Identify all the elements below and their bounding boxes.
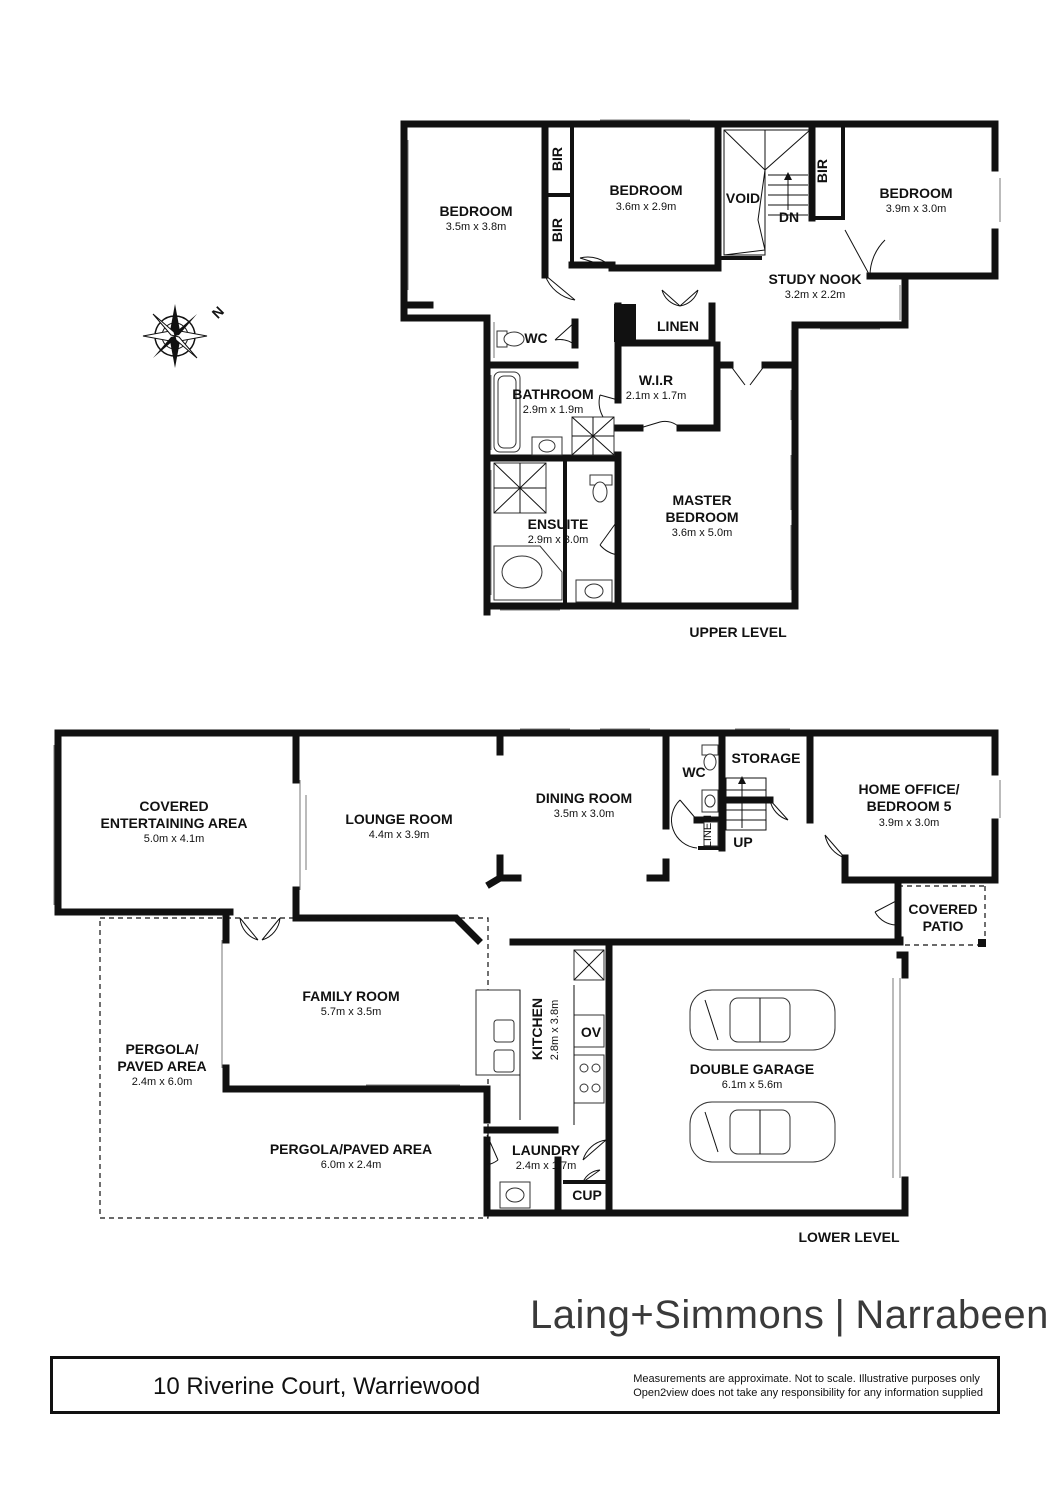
upper-level-fixtures [493, 330, 615, 603]
room-bir-1-name: BIR [549, 147, 565, 171]
car-icon-1 [689, 989, 836, 1051]
agency-logo: Laing+Simmons|Narrabeen [530, 1293, 1049, 1338]
brand-separator: | [834, 1293, 846, 1337]
room-home-office-dims: 3.9m x 3.0m [879, 817, 940, 829]
upper-level-walls [400, 120, 999, 616]
room-oven-name: OV [581, 1024, 602, 1040]
lower-stair [725, 776, 767, 831]
room-study-nook-name: STUDY NOOK [768, 271, 861, 287]
disclaimer: Measurements are approximate. Not to sca… [633, 1372, 983, 1400]
room-wc-lower-name: WC [682, 764, 705, 780]
room-wc-upper-name: WC [524, 330, 547, 346]
room-linen-lower-name: LINEN [702, 815, 714, 847]
room-master-bedroom-name-1: MASTER [672, 492, 731, 508]
brand-name: Laing+Simmons [530, 1293, 825, 1337]
room-pergola-side-name-2: PAVED AREA [117, 1058, 206, 1074]
room-ensuite-dims: 2.9m x 3.0m [528, 534, 589, 546]
room-laundry-dims: 2.4m x 1.7m [516, 1160, 577, 1172]
room-wir-dims: 2.1m x 1.7m [626, 390, 687, 402]
room-wir-name: W.I.R [639, 372, 673, 388]
disclaimer-line-1: Measurements are approximate. Not to sca… [633, 1373, 980, 1385]
room-pergola-side-dims: 2.4m x 6.0m [132, 1076, 193, 1088]
upper-level-doors [544, 229, 886, 556]
room-storage-name: STORAGE [732, 750, 801, 766]
upper-level-labels: BEDROOM 3.5m x 3.8m BIR BIR BEDROOM 3.6m… [439, 147, 952, 640]
room-linen-upper-name: LINEN [657, 318, 699, 334]
room-covered-entertaining-name-1: COVERED [139, 798, 208, 814]
room-bedroom-c-dims: 3.9m x 3.0m [886, 203, 947, 215]
room-master-bedroom-name-2: BEDROOM [665, 509, 738, 525]
stair-up-label: UP [733, 834, 752, 850]
room-pergola-rear-name: PERGOLA/PAVED AREA [270, 1141, 432, 1157]
room-dining-dims: 3.5m x 3.0m [554, 808, 615, 820]
room-double-garage-name: DOUBLE GARAGE [690, 1061, 814, 1077]
compass-rose [142, 304, 208, 368]
lower-level-fixtures [475, 744, 836, 1209]
room-lounge-name: LOUNGE ROOM [345, 811, 452, 827]
room-bedroom-a-name: BEDROOM [439, 203, 512, 219]
room-bir-2-name: BIR [549, 218, 565, 242]
room-bedroom-b-dims: 3.6m x 2.9m [616, 201, 677, 213]
room-double-garage-dims: 6.1m x 5.6m [722, 1079, 783, 1091]
car-icon-2 [689, 1101, 836, 1163]
upper-level-label: UPPER LEVEL [689, 624, 787, 640]
lower-level-labels: COVERED ENTERTAINING AREA 5.0m x 4.1m LO… [101, 750, 978, 1245]
room-bir-3-name: BIR [814, 159, 830, 183]
stair-dn-label: DN [779, 209, 799, 225]
room-family-dims: 5.7m x 3.5m [321, 1006, 382, 1018]
room-bedroom-c-name: BEDROOM [879, 185, 952, 201]
room-pergola-side-name-1: PERGOLA/ [125, 1041, 198, 1057]
lower-level-walls [54, 729, 999, 1217]
room-ensuite-name: ENSUITE [528, 516, 589, 532]
upper-stair-void [723, 129, 812, 256]
room-covered-patio-name-2: PATIO [923, 918, 964, 934]
room-bathroom-dims: 2.9m x 1.9m [523, 404, 584, 416]
room-covered-entertaining-name-2: ENTERTAINING AREA [101, 815, 248, 831]
room-lounge-dims: 4.4m x 3.9m [369, 829, 430, 841]
room-bathroom-name: BATHROOM [512, 386, 593, 402]
property-address: 10 Riverine Court, Warriewood [153, 1373, 481, 1400]
room-home-office-name-1: HOME OFFICE/ [858, 781, 959, 797]
room-family-name: FAMILY ROOM [302, 988, 399, 1004]
brand-office: Narrabeen [855, 1293, 1049, 1337]
room-void-name: VOID [726, 190, 760, 206]
room-bedroom-a-dims: 3.5m x 3.8m [446, 221, 507, 233]
room-bedroom-b-name: BEDROOM [609, 182, 682, 198]
room-covered-entertaining-dims: 5.0m x 4.1m [144, 833, 205, 845]
disclaimer-line-2: Open2view does not take any responsibili… [633, 1387, 983, 1399]
floor-plan: N [53, 119, 1001, 1245]
room-kitchen-dims: 2.8m x 3.8m [549, 1000, 561, 1061]
room-laundry-name: LAUNDRY [512, 1142, 581, 1158]
room-study-nook-dims: 3.2m x 2.2m [785, 289, 846, 301]
room-dining-name: DINING ROOM [536, 790, 632, 806]
room-home-office-name-2: BEDROOM 5 [867, 798, 952, 814]
lower-level-label: LOWER LEVEL [798, 1229, 900, 1245]
room-covered-patio-name-1: COVERED [908, 901, 977, 917]
lower-level-doors [239, 799, 899, 1183]
lower-level-windows [53, 728, 1001, 1219]
room-pergola-rear-dims: 6.0m x 2.4m [321, 1159, 382, 1171]
room-kitchen-name: KITCHEN [529, 998, 545, 1060]
address-footer: 10 Riverine Court, Warriewood Measuremen… [50, 1356, 1000, 1414]
room-cupboard-name: CUP [572, 1187, 602, 1203]
compass-north-label: N [209, 303, 227, 321]
upper-level-windows [407, 119, 1001, 611]
room-master-bedroom-dims: 3.6m x 5.0m [672, 527, 733, 539]
